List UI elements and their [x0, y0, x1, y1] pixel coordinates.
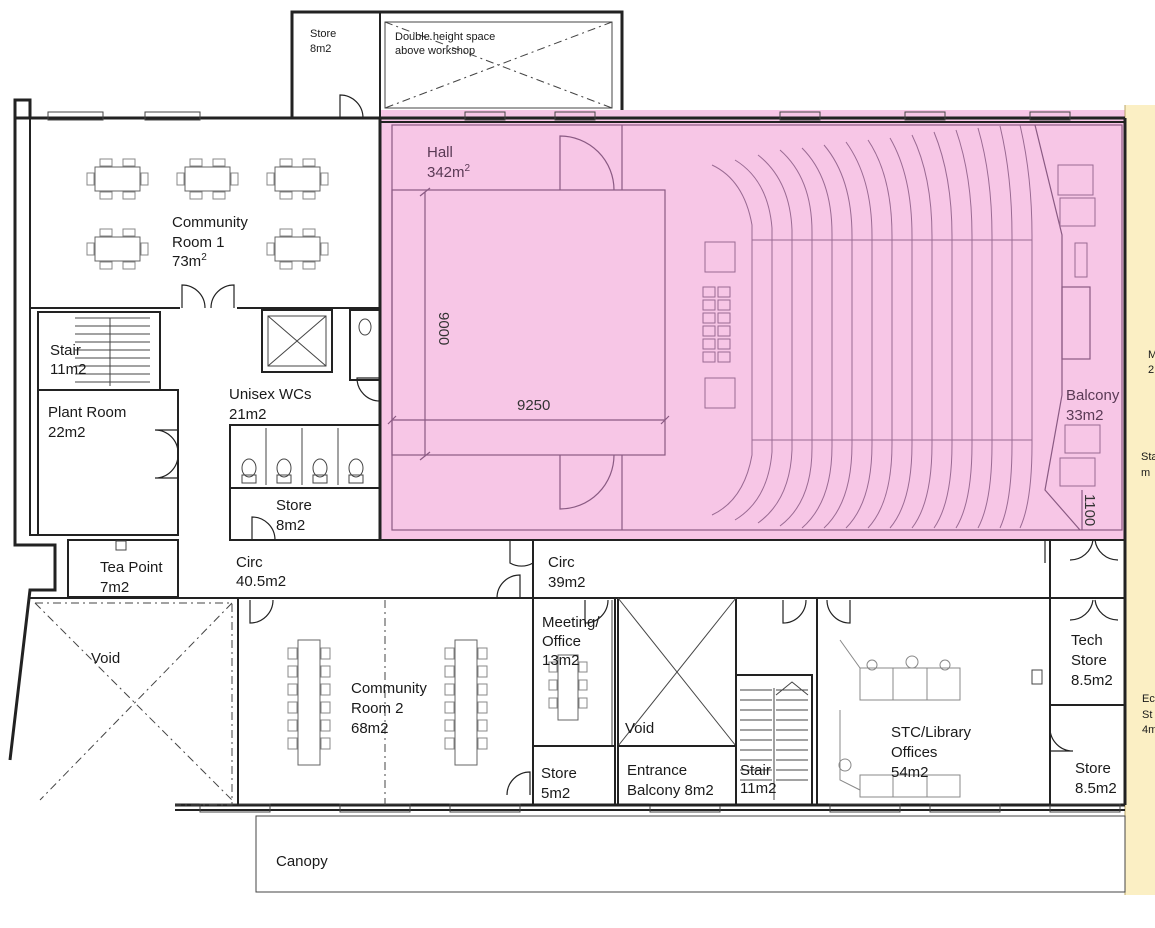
edge-fragment-3: Sta: [1141, 451, 1155, 463]
void-center-name: Void: [625, 720, 654, 737]
stc-library-line2: Offices: [891, 744, 937, 761]
store-top-area: 8m2: [310, 43, 331, 55]
interior-walls: [30, 118, 1125, 806]
labels: Store 8m2 Double height space above work…: [48, 28, 1155, 870]
stair-center-area: 11m2: [740, 780, 776, 797]
store-wc-name: Store: [276, 497, 312, 514]
double-height-line2: above workshop: [395, 45, 475, 57]
void-left-name: Void: [91, 650, 120, 667]
stage-width-dimension: 9250: [517, 397, 550, 414]
hall-area: 342m2: [427, 163, 471, 181]
hall-seating: [702, 124, 1101, 529]
stair-left-name: Stair: [50, 342, 81, 359]
edge-fragment-2: 2: [1148, 364, 1154, 376]
store-right-name: Store: [1075, 760, 1111, 777]
plant-room-name: Plant Room: [48, 404, 126, 421]
unisex-wcs-name: Unisex WCs: [229, 386, 312, 403]
balcony-name: Balcony: [1066, 387, 1120, 404]
hall-interior: [387, 124, 1123, 531]
entrance-balcony-line2: Balcony 8m2: [627, 782, 714, 799]
balcony-depth-dimension: 1100: [1081, 494, 1098, 526]
meeting-office-line2: Office: [542, 633, 581, 650]
circ-right-area: 39m2: [548, 574, 586, 591]
community-room-2-line2: Room 2: [351, 700, 404, 717]
tech-store-area: 8.5m2: [1071, 672, 1113, 689]
sink-symbol: [1031, 669, 1043, 685]
doors: [154, 94, 1119, 796]
tech-store-line1: Tech: [1071, 632, 1103, 649]
stc-library-line1: STC/Library: [891, 724, 972, 741]
circ-left-name: Circ: [236, 554, 263, 571]
socket-symbol: [115, 540, 127, 551]
meeting-office-line1: Meeting/: [542, 614, 600, 631]
community-room-2-line1: Community: [351, 680, 427, 697]
meeting-office-area: 13m2: [542, 652, 580, 669]
tea-point-area: 7m2: [100, 579, 129, 596]
plant-room-area: 22m2: [48, 424, 86, 441]
entrance-balcony-line1: Entrance: [627, 762, 687, 779]
unisex-wcs-area: 21m2: [229, 406, 267, 423]
stair-center-name: Stair: [740, 762, 771, 779]
store-wc-area: 8m2: [276, 517, 305, 534]
adjacent-building-highlight: [1125, 105, 1155, 895]
community-room-1-area: 73m2: [172, 252, 207, 270]
stair-left-treads: [75, 317, 150, 386]
store-small-name: Store: [541, 765, 577, 782]
edge-fragment-5: Ec: [1142, 693, 1155, 705]
wc-cubicles: [241, 318, 372, 485]
stair-left-area: 11m2: [50, 361, 86, 378]
circ-right-name: Circ: [548, 554, 575, 571]
stc-library-area: 54m2: [891, 764, 929, 781]
tech-store-line2: Store: [1071, 652, 1107, 669]
canopy-outline: [255, 815, 1126, 893]
community-room-2-tables: [287, 639, 588, 766]
tea-point-name: Tea Point: [100, 559, 163, 576]
community-room-2-area: 68m2: [351, 720, 389, 737]
community-room-1-tables: [86, 158, 329, 270]
canopy-name: Canopy: [276, 853, 328, 870]
store-small-area: 5m2: [541, 785, 570, 802]
circ-left-area: 40.5m2: [236, 573, 286, 590]
community-room-1-line1: Community: [172, 214, 248, 231]
stc-desks: [838, 639, 961, 798]
edge-fragment-4: m: [1141, 467, 1150, 479]
double-height-line1: Double height space: [395, 31, 495, 43]
void-lines: [34, 21, 613, 806]
balcony-area: 33m2: [1066, 407, 1104, 424]
community-room-1-line2: Room 1: [172, 234, 225, 251]
store-top-name: Store: [310, 28, 336, 40]
stage-depth-dimension: 9000: [435, 312, 452, 345]
edge-fragment-6: St: [1142, 709, 1152, 721]
edge-fragment-1: M: [1148, 349, 1155, 361]
store-right-area: 8.5m2: [1075, 780, 1117, 797]
edge-fragment-7: 4m: [1142, 724, 1155, 736]
hall-name: Hall: [427, 144, 453, 161]
